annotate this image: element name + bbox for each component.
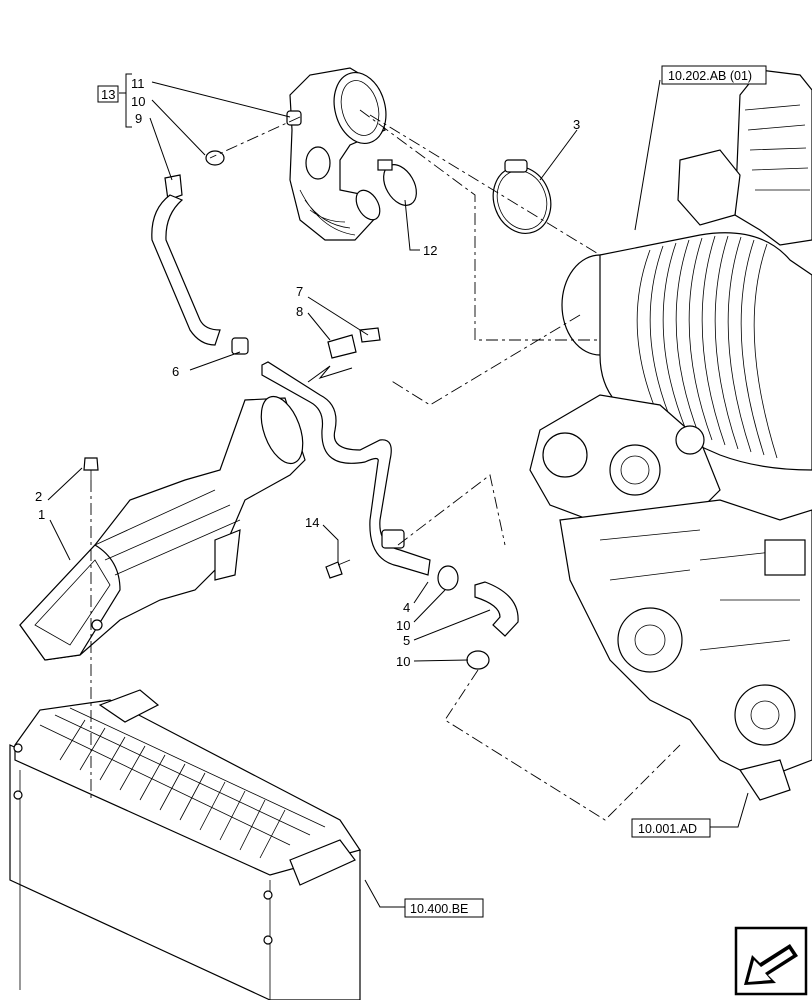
radiator xyxy=(9,689,361,1000)
section-break xyxy=(307,365,353,383)
air-intake-duct xyxy=(19,395,306,661)
callout-5: 5 xyxy=(403,633,410,648)
callout-bracket xyxy=(119,73,132,128)
ref-radiator[interactable]: 10.400.BE xyxy=(404,898,484,918)
callout-8: 8 xyxy=(296,304,303,319)
callout-12: 12 xyxy=(423,243,437,258)
turbo-inlet-elbow xyxy=(286,67,387,241)
callout-13-box: 13 xyxy=(97,85,119,103)
fitting-7-8 xyxy=(327,327,381,359)
ref-crankcase-label: 10.001.AD xyxy=(638,822,697,836)
callout-4: 4 xyxy=(403,600,410,615)
hose-clamp-3 xyxy=(492,159,552,234)
bolt-2 xyxy=(83,457,99,480)
ref-crankcase[interactable]: 10.001.AD xyxy=(631,818,711,838)
callout-14: 14 xyxy=(305,515,319,530)
callout-10: 10 xyxy=(396,618,410,633)
callout-10: 10 xyxy=(131,94,145,109)
hose-clamp-12 xyxy=(377,159,417,206)
assembly-lines xyxy=(90,109,681,821)
hose-clamp-10-top xyxy=(205,150,225,166)
callout-9: 9 xyxy=(135,111,142,126)
hose-clamp-10-mid xyxy=(437,565,459,591)
callout-labels: 11 10 9 3 12 7 8 6 2 1 14 4 10 5 10 xyxy=(35,76,580,669)
hose-5 xyxy=(474,581,519,637)
engine-assembly xyxy=(529,69,812,801)
callout-10: 10 xyxy=(396,654,410,669)
ref-engine-label: 10.202.AB (01) xyxy=(668,69,752,83)
leader-lines xyxy=(47,79,749,908)
callout-6: 6 xyxy=(172,364,179,379)
callout-3: 3 xyxy=(573,117,580,132)
arrow-bottom-left-icon[interactable] xyxy=(734,926,808,996)
svg-text:13: 13 xyxy=(101,87,115,102)
callout-11: 11 xyxy=(131,76,145,91)
callout-1: 1 xyxy=(38,507,45,522)
ref-radiator-label: 10.400.BE xyxy=(410,902,468,916)
hose-clamp-10-low xyxy=(466,650,490,670)
breather-pipe xyxy=(261,361,431,576)
breather-hose xyxy=(151,174,249,355)
callout-2: 2 xyxy=(35,489,42,504)
callout-7: 7 xyxy=(296,284,303,299)
ref-engine[interactable]: 10.202.AB (01) xyxy=(661,65,767,85)
bolt-14 xyxy=(325,559,351,579)
